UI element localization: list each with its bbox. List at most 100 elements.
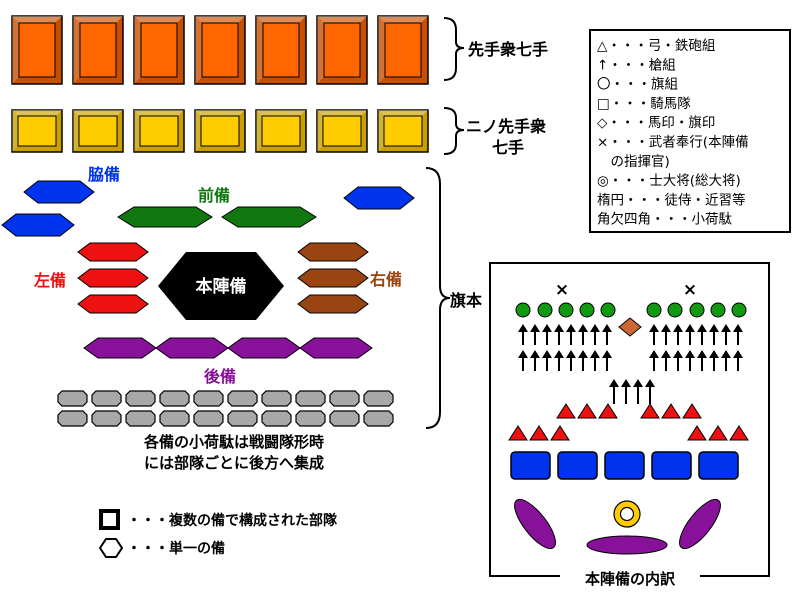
legend-item: ↑・・・槍組	[597, 57, 676, 73]
baggage-unit	[159, 410, 190, 427]
spear-unit-arrow-head	[566, 350, 576, 358]
bow-gun-unit-triangle	[640, 403, 660, 419]
second-vanguard-unit-bevel	[378, 110, 384, 152]
second-vanguard-unit-bevel	[378, 110, 428, 116]
vanguard-unit-face	[79, 22, 117, 78]
multi-unit-key-text: ・・・複数の備で構成された部隊	[127, 512, 338, 529]
multi-unit-key-icon	[99, 509, 120, 530]
single-unit-key-text: ・・・単一の備	[127, 540, 225, 557]
spear-unit-arrow-head	[645, 379, 655, 387]
rear-unit	[299, 337, 373, 359]
front-unit	[221, 206, 317, 228]
vanguard-label: 先手衆七手	[468, 40, 548, 59]
bow-gun-unit-triangle	[529, 425, 549, 441]
spear-unit-arrow-head	[578, 350, 588, 358]
baggage-unit	[329, 410, 360, 427]
right-unit	[297, 294, 369, 314]
right-unit	[297, 242, 369, 262]
second-vanguard-unit	[72, 109, 124, 153]
second-vanguard-unit-bevel	[73, 110, 79, 152]
spear-unit-arrow-head	[621, 379, 631, 387]
vanguard-unit-bevel	[256, 16, 306, 23]
second-vanguard-unit-bevel	[256, 110, 306, 116]
second-vanguard-unit-face	[17, 115, 57, 147]
right-units	[297, 242, 369, 314]
cavalry-unit-square	[604, 451, 645, 480]
vanguard-unit-face	[384, 22, 422, 78]
left-unit	[77, 294, 149, 314]
legend-item: 楕円・・・徒侍・近習等	[597, 191, 746, 208]
spear-unit-arrow-head	[661, 324, 671, 332]
baggage-unit	[227, 390, 258, 407]
second-vanguard-unit-face	[200, 115, 240, 147]
second-vanguard-unit-face	[139, 115, 179, 147]
baggage-unit	[295, 390, 326, 407]
spear-unit-arrow-head	[709, 324, 719, 332]
spear-unit-arrow-head	[673, 324, 683, 332]
baggage-unit	[363, 410, 394, 427]
second-vanguard-unit-bevel	[256, 110, 262, 152]
second-vanguard-unit	[194, 109, 246, 153]
hq-unit	[158, 252, 284, 320]
hq-breakdown-title-bg	[560, 566, 700, 588]
vanguard-unit	[133, 15, 185, 85]
spear-unit-arrow-head	[721, 324, 731, 332]
flank-units	[1, 180, 415, 237]
vanguard-unit-face	[262, 22, 300, 78]
second-vanguard-unit	[133, 109, 185, 153]
vanguard-unit-face	[140, 22, 178, 78]
spear-unit-arrow-head	[530, 350, 540, 358]
baggage-unit	[57, 390, 88, 407]
second-vanguard-units	[11, 109, 429, 153]
vanguard-unit-bevel	[134, 16, 141, 84]
baggage-unit	[193, 410, 224, 427]
spear-unit-arrow-head	[590, 324, 600, 332]
spear-unit-arrow-head	[590, 350, 600, 358]
standard-diamond	[618, 317, 642, 337]
vanguard-brace	[443, 17, 465, 81]
right-unit	[297, 268, 369, 288]
spear-unit-arrow-head	[602, 350, 612, 358]
second-vanguard-unit-bevel	[317, 110, 367, 116]
flag-unit-circle	[689, 302, 705, 318]
vanguard-unit	[377, 15, 429, 85]
vanguard-unit-bevel	[378, 16, 428, 23]
attendants-ellipse	[586, 535, 668, 555]
bow-gun-unit-triangle	[556, 403, 576, 419]
vanguard-unit-bevel	[195, 16, 202, 84]
front-label: 前備	[198, 186, 230, 205]
second-vanguard-unit	[255, 109, 307, 153]
vanguard-unit-bevel	[134, 16, 184, 23]
hatamoto-brace	[425, 167, 451, 429]
flank-label: 脇備	[88, 165, 120, 184]
left-units	[77, 242, 149, 314]
baggage-unit	[57, 410, 88, 427]
cavalry-unit-square	[510, 451, 551, 480]
legend-item: の指揮官)	[597, 154, 670, 170]
bow-gun-unit-triangle	[598, 403, 618, 419]
vanguard-units	[11, 15, 429, 85]
baggage-unit	[329, 390, 360, 407]
second-vanguard-unit-bevel	[134, 110, 140, 152]
flank-unit	[1, 213, 75, 237]
bow-gun-unit-triangle	[550, 425, 570, 441]
legend-item: ◇・・・馬印・旗印	[597, 115, 715, 131]
vanguard-unit	[255, 15, 307, 85]
vanguard-unit-bevel	[256, 16, 263, 84]
spear-unit-arrow-head	[661, 350, 671, 358]
spear-unit-arrow-head	[554, 350, 564, 358]
baggage-unit	[125, 390, 156, 407]
spear-unit-arrow-head	[697, 350, 707, 358]
spear-unit-arrow-head	[649, 324, 659, 332]
spear-unit-arrow-head	[578, 324, 588, 332]
spear-unit-arrow-head	[697, 324, 707, 332]
inset-commander-x-left: ×	[555, 280, 569, 300]
hatamoto-label: 旗本	[450, 291, 482, 310]
spear-unit-arrow-head	[649, 350, 659, 358]
flank-unit	[343, 186, 415, 210]
vanguard-unit-bevel	[73, 16, 123, 23]
spear-unit-arrow-head	[542, 350, 552, 358]
legend-item: □・・・騎馬隊	[597, 96, 691, 112]
hq-breakdown-title: 本陣備の内訳	[585, 570, 676, 588]
